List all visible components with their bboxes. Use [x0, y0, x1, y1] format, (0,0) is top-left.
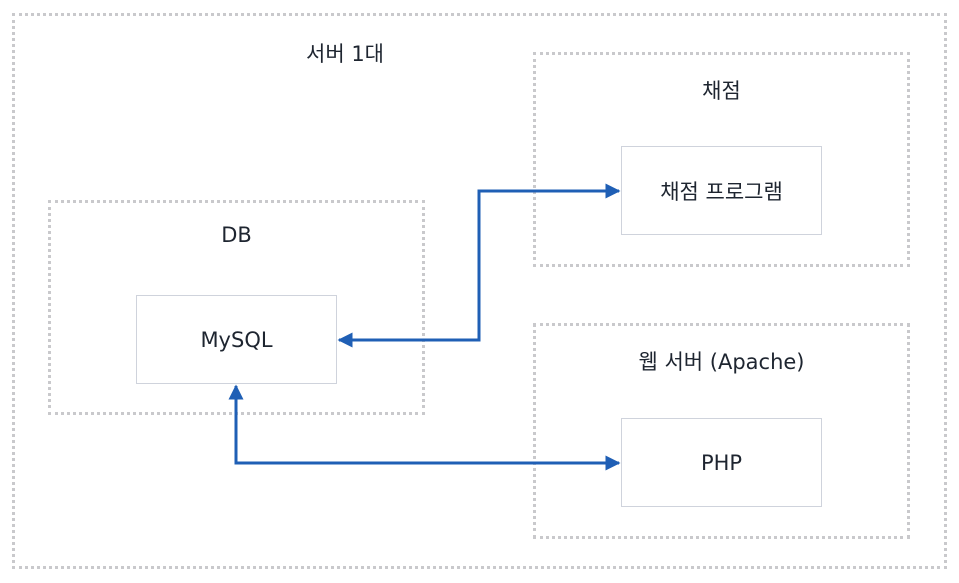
node-grading-program[interactable]: 채점 프로그램	[621, 146, 822, 235]
edge-mysql-php	[228, 384, 621, 471]
group-webserver-label: 웹 서버 (Apache)	[638, 350, 805, 374]
node-grading-program-label: 채점 프로그램	[660, 179, 783, 204]
group-db-label: DB	[221, 223, 252, 247]
node-php-label: PHP	[700, 450, 743, 475]
node-mysql-label: MySQL	[200, 327, 273, 352]
group-server: 서버 1대	[12, 13, 947, 569]
edge-mysql-grading-program	[337, 183, 621, 348]
group-grading: 채점	[533, 52, 910, 267]
node-php[interactable]: PHP	[621, 418, 822, 507]
group-server-label: 서버 1대	[306, 42, 384, 66]
group-grading-label: 채점	[702, 79, 741, 103]
node-mysql[interactable]: MySQL	[136, 295, 337, 384]
group-webserver: 웹 서버 (Apache)	[533, 323, 910, 539]
